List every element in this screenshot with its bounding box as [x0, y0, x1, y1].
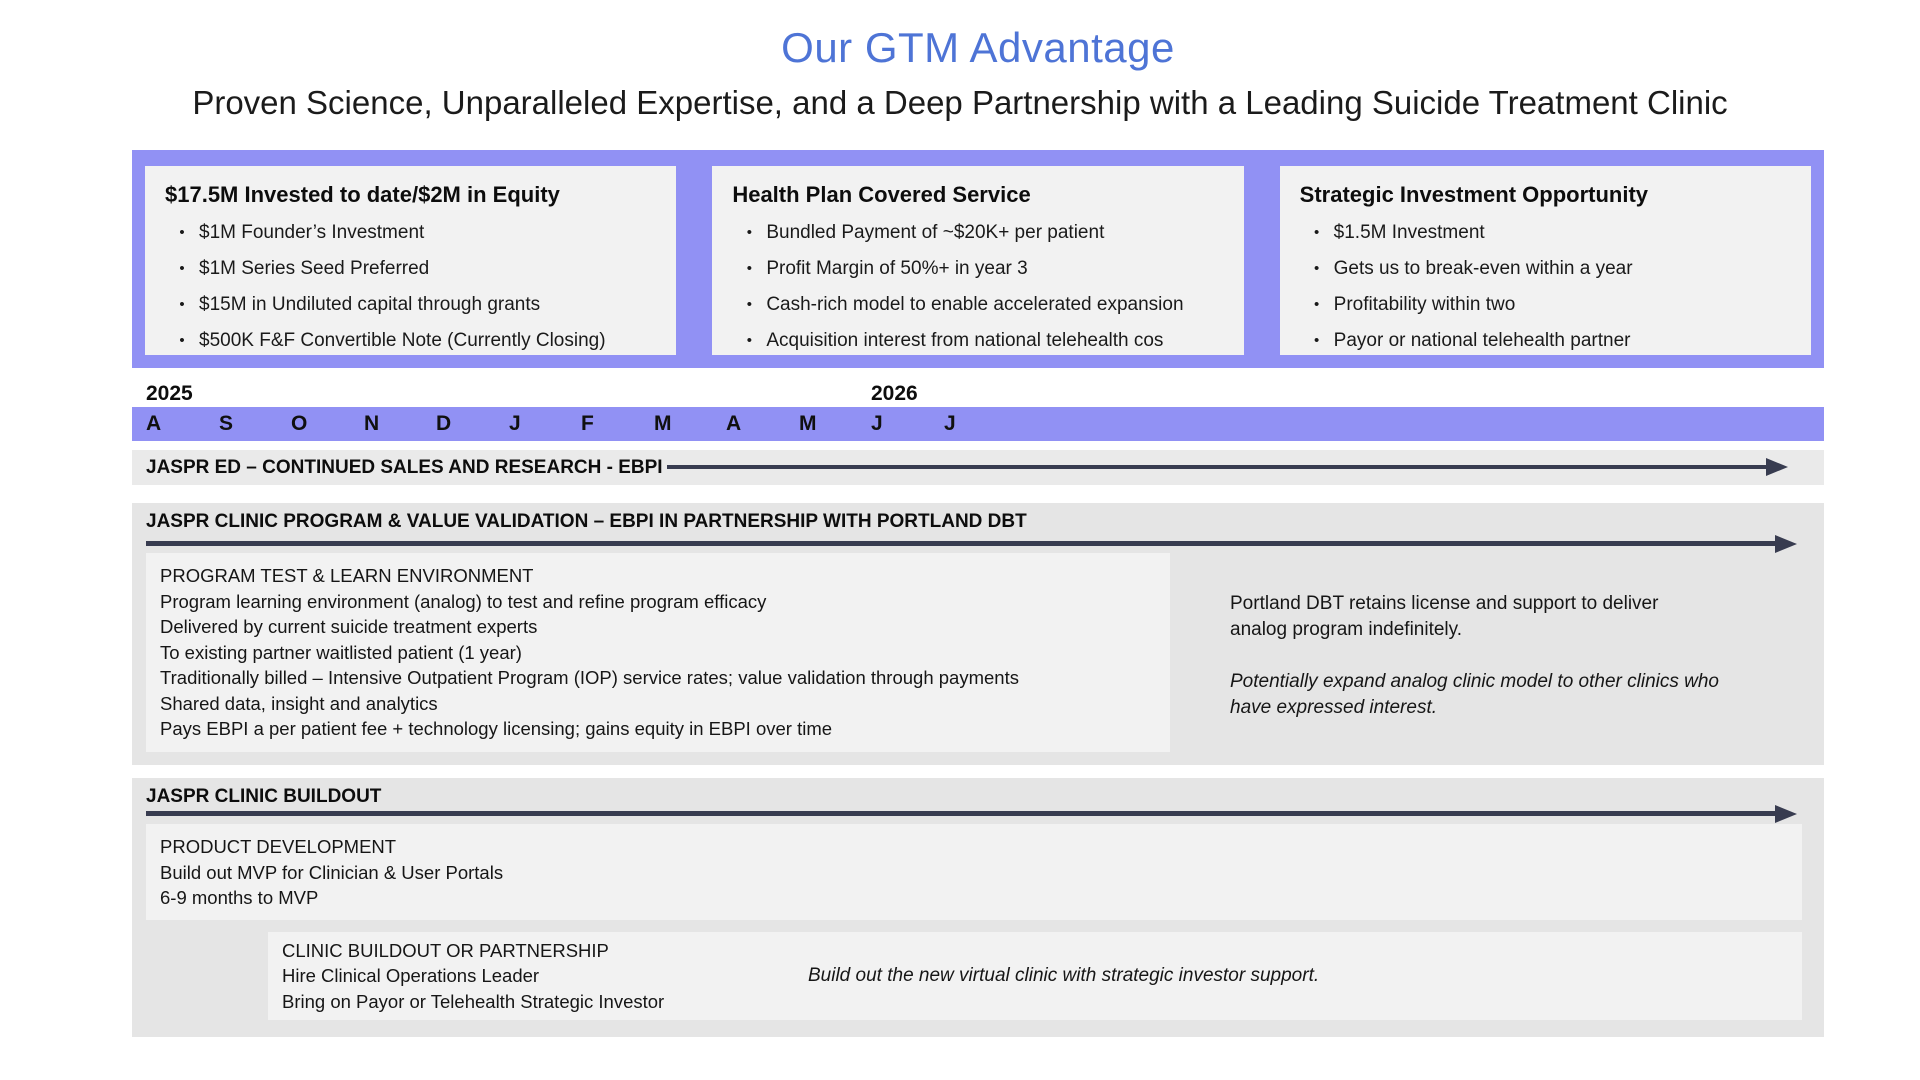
track-jaspr-ed: JASPR ED – CONTINUED SALES AND RESEARCH …: [132, 450, 1824, 485]
expand-clinics-note: Potentially expand analog clinic model t…: [1230, 671, 1719, 718]
bullet-icon: •: [1314, 224, 1320, 241]
jaspr-ed-arrow: [667, 465, 1767, 469]
product-development-line: Build out MVP for Clinician & User Porta…: [160, 861, 504, 883]
track-jaspr-ed-label: JASPR ED – CONTINUED SALES AND RESEARCH …: [146, 456, 663, 478]
bullet-text: Cash-rich model to enable accelerated ex…: [766, 294, 1184, 315]
list-item: • Profit Margin of 50%+ in year 3: [732, 258, 1223, 280]
test-learn-line: Traditionally billed – Intensive Outpati…: [160, 667, 1019, 688]
month-label: S: [219, 412, 234, 435]
year-label-2026: 2026: [871, 382, 918, 405]
list-item: • Payor or national telehealth partner: [1300, 330, 1791, 352]
list-item: • $15M in Undiluted capital through grant…: [165, 294, 656, 316]
bullet-icon: •: [746, 224, 752, 241]
test-learn-line: To existing partner waitlisted patient (…: [160, 641, 522, 663]
bullet-icon: •: [746, 332, 752, 349]
month-label: O: [291, 412, 308, 435]
bullet-icon: •: [179, 332, 185, 349]
list-item: • $1M Founder’s Investment: [165, 222, 656, 244]
bullet-text: Profit Margin of 50%+ in year 3: [766, 258, 1028, 279]
month-label: A: [146, 412, 162, 435]
section-clinic-buildout-label: JASPR CLINIC BUILDOUT: [146, 786, 382, 807]
bullet-icon: •: [179, 224, 185, 241]
slide-subtitle: Proven Science, Unparalleled Expertise, …: [192, 84, 1728, 121]
bullet-text: $1M Series Seed Preferred: [199, 258, 430, 279]
month-label: M: [799, 412, 817, 435]
bullet-text: $1.5M Investment: [1333, 222, 1485, 243]
bullet-icon: •: [1314, 332, 1320, 349]
test-learn-line: Shared data, insight and analytics: [160, 692, 438, 714]
list-item: • Gets us to break-even within a year: [1300, 258, 1791, 280]
partnership-line: Hire Clinical Operations Leader: [282, 965, 540, 987]
list-item: • Bundled Payment of ~$20K+ per patient: [732, 222, 1223, 244]
card-health-plan-title: Health Plan Covered Service: [732, 182, 1031, 207]
section-clinic-program-label: JASPR CLINIC PROGRAM & VALUE VALIDATION …: [146, 511, 1027, 532]
bullet-icon: •: [179, 296, 185, 313]
test-learn-line: Delivered by current suicide treatment e…: [160, 616, 538, 637]
list-item: • Acquisition interest from national tele…: [732, 330, 1223, 352]
month-label: J: [944, 412, 956, 435]
section-clinic-buildout: JASPR CLINIC BUILDOUT PRODUCT DEVELOPMEN…: [132, 778, 1824, 1037]
bullet-icon: •: [1314, 296, 1320, 313]
bullet-text: $15M in Undiluted capital through grants: [199, 294, 541, 315]
product-development-line: PRODUCT DEVELOPMENT: [160, 836, 397, 857]
slide-title: Our GTM Advantage: [781, 24, 1175, 71]
bullet-text: $500K F&F Convertible Note (Currently Cl…: [199, 330, 606, 351]
partnership-line: Bring on Payor or Telehealth Strategic I…: [282, 990, 665, 1012]
bullet-text: $1M Founder’s Investment: [199, 222, 425, 243]
clinic-buildout-partnership-card: CLINIC BUILDOUT OR PARTNERSHIP Hire Clin…: [268, 932, 1802, 1020]
card-strategic-investment-title: Strategic Investment Opportunity: [1299, 182, 1649, 207]
month-label: A: [726, 412, 742, 435]
portland-dbt-note: Portland DBT retains license and support…: [1230, 593, 1659, 640]
bullet-text: Gets us to break-even within a year: [1333, 258, 1633, 279]
card-health-plan: Health Plan Covered Service • Bundled Pay…: [712, 166, 1244, 355]
list-item: • $1M Series Seed Preferred: [165, 258, 656, 280]
bullet-icon: •: [1314, 260, 1320, 277]
section-clinic-program: JASPR CLINIC PROGRAM & VALUE VALIDATION …: [132, 503, 1824, 765]
card-strategic-investment: Strategic Investment Opportunity • $1.5M …: [1279, 166, 1811, 355]
bullet-icon: •: [179, 260, 185, 277]
year-label-2025: 2025: [146, 382, 193, 405]
month-label: J: [509, 412, 521, 435]
list-item: • $500K F&F Convertible Note (Currently C…: [165, 330, 656, 352]
timeline-months-bar: A S O N D J F M A M J J: [132, 407, 1824, 441]
month-label: N: [364, 412, 380, 435]
list-item: • Cash-rich model to enable accelerated e…: [732, 294, 1223, 316]
bullet-icon: •: [746, 296, 752, 313]
month-label: D: [436, 412, 452, 435]
list-item: • Profitability within two: [1300, 294, 1791, 316]
test-learn-line: Program learning environment (analog) to…: [160, 590, 767, 612]
test-learn-line: PROGRAM TEST & LEARN ENVIRONMENT: [160, 565, 534, 586]
clinic-program-arrow: [146, 541, 1776, 546]
month-label: J: [871, 412, 883, 435]
highlight-band: $17.5M Invested to date/$2M in Equity • $…: [132, 150, 1824, 368]
list-item: • $1.5M Investment: [1300, 222, 1791, 244]
clinic-buildout-arrow: [146, 811, 1776, 816]
product-development-line: 6-9 months to MVP: [160, 887, 319, 908]
test-learn-line: Pays EBPI a per patient fee + technology…: [160, 718, 833, 739]
bullet-icon: •: [746, 260, 752, 277]
month-label: M: [654, 412, 672, 435]
card-invested-title: $17.5M Invested to date/$2M in Equity: [165, 182, 560, 207]
virtual-clinic-note: Build out the new virtual clinic with st…: [808, 965, 1320, 986]
bullet-text: Acquisition interest from national teleh…: [766, 330, 1164, 351]
partnership-line: CLINIC BUILDOUT OR PARTNERSHIP: [282, 940, 609, 961]
bullet-text: Bundled Payment of ~$20K+ per patient: [766, 222, 1105, 243]
test-learn-card: PROGRAM TEST & LEARN ENVIRONMENT Program…: [146, 553, 1170, 752]
card-invested: $17.5M Invested to date/$2M in Equity • $…: [145, 166, 677, 355]
bullet-text: Payor or national telehealth partner: [1333, 330, 1631, 351]
product-development-card: PRODUCT DEVELOPMENT Build out MVP for Cl…: [146, 824, 1802, 920]
month-label: F: [581, 412, 594, 435]
bullet-text: Profitability within two: [1333, 294, 1516, 315]
